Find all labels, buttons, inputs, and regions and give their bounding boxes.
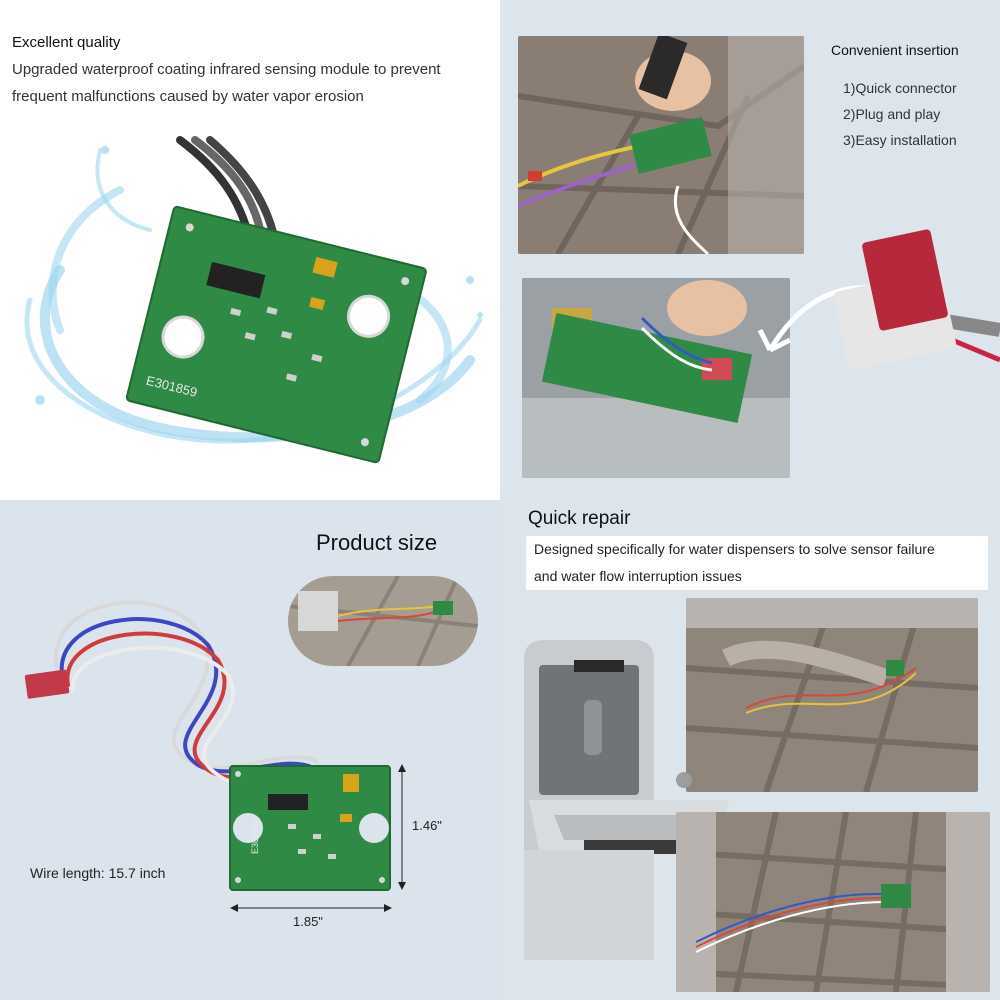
- quality-desc-line2: frequent malfunctions caused by water va…: [12, 88, 364, 105]
- quality-desc-line1: Upgraded waterproof coating infrared sen…: [12, 61, 441, 78]
- size-title: Product size: [316, 530, 438, 555]
- repair-desc-line1: Designed specifically for water dispense…: [534, 541, 935, 557]
- pcb-board: E301859: [125, 205, 427, 464]
- connector-closeup: [757, 229, 1000, 370]
- convenient-insertion-panel: Convenient insertion 1)Quick connector 2…: [500, 0, 1000, 500]
- repair-desc-line2: and water flow interruption issues: [534, 568, 742, 584]
- size-pcb-board: E301859: [229, 765, 391, 891]
- waterproof-board-illustration: E301859: [24, 136, 483, 464]
- quick-repair-panel: Quick repair Designed specifically for w…: [500, 500, 1000, 1000]
- repair-description: Designed specifically for water dispense…: [526, 536, 988, 590]
- size-inset-photo: [288, 576, 478, 666]
- installation-photo-top: [518, 36, 804, 254]
- red-connector: [24, 669, 70, 699]
- wire-length: Wire length: 15.7 inch: [30, 865, 166, 881]
- insertion-item-3: 3)Easy installation: [843, 132, 957, 148]
- insertion-item-1: 1)Quick connector: [843, 80, 957, 96]
- product-size-panel: Product size: [0, 500, 500, 1000]
- repair-photo-bottom: [676, 812, 990, 992]
- width-dimension-line: [230, 904, 392, 912]
- height-dimension: 1.46": [412, 818, 442, 833]
- excellent-quality-panel: Excellent quality Upgraded waterproof co…: [0, 0, 500, 500]
- size-board-label: E301859: [250, 818, 260, 854]
- quality-title: Excellent quality: [12, 34, 121, 51]
- repair-title: Quick repair: [528, 508, 631, 529]
- repair-photo-top: [686, 598, 978, 792]
- installation-photo-bottom: [522, 278, 790, 478]
- height-dimension-line: [398, 764, 406, 890]
- insertion-title: Convenient insertion: [831, 42, 959, 58]
- width-dimension: 1.85": [293, 914, 323, 929]
- insertion-item-2: 2)Plug and play: [843, 106, 941, 122]
